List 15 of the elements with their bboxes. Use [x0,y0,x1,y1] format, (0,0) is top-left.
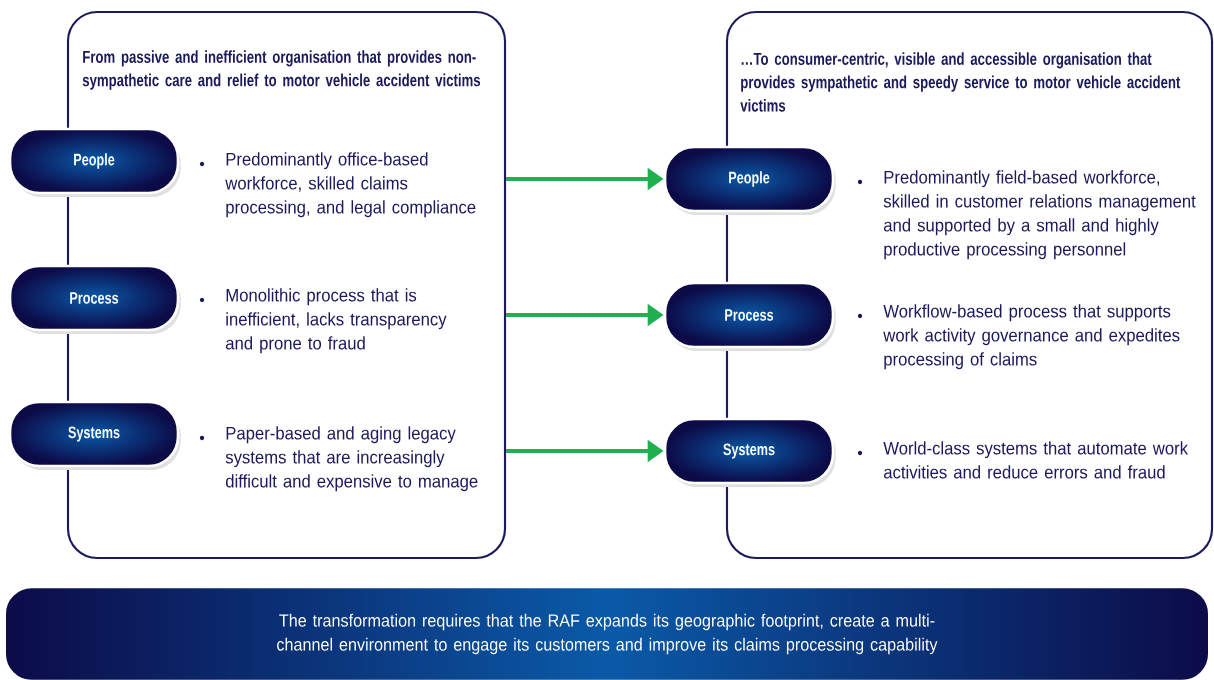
summary-banner: The transformation requires that the RAF expands its geographic footprint, create a multi-channel environment to engage its customers and improve its claims processing capability [4,586,1210,680]
panel-heading: …To consumer-centric, visible and accessible organisation that provides sympathetic and speedy service to motor vehicle accident victims [740,52,1181,112]
category-pill: Process [8,264,181,334]
bullet-text: Monolithic process that is inefficient, lacks transparency and prone to fraud [226,288,447,354]
category-pill: People [663,145,836,215]
category-pill: Systems [663,417,836,487]
panel-heading: From passive and inefficient organisation that provides non-sympathetic care and relief to motor vehicle accident victims [82,50,481,90]
bullet-text: World-class systems that automate work activities and reduce errors and fraud [883,441,1189,479]
bullet-text: Paper-based and aging legacy systems that are increasingly difficult and expensive to manage [225,426,478,492]
category-pill: People [8,127,181,197]
category-pill: Systems [8,400,181,470]
bullet-text: Workflow-based process that supports work activity governance and expedites processing of claims [883,304,1180,370]
category-pill: Process [663,281,836,351]
bullet-text: Predominantly office-based workforce, skilled claims processing, and legal compliance [225,152,476,218]
bullet-text: Predominantly field-based workforce, skilled in customer relations management and supported by a small and highly productive processing personnel [883,170,1196,260]
